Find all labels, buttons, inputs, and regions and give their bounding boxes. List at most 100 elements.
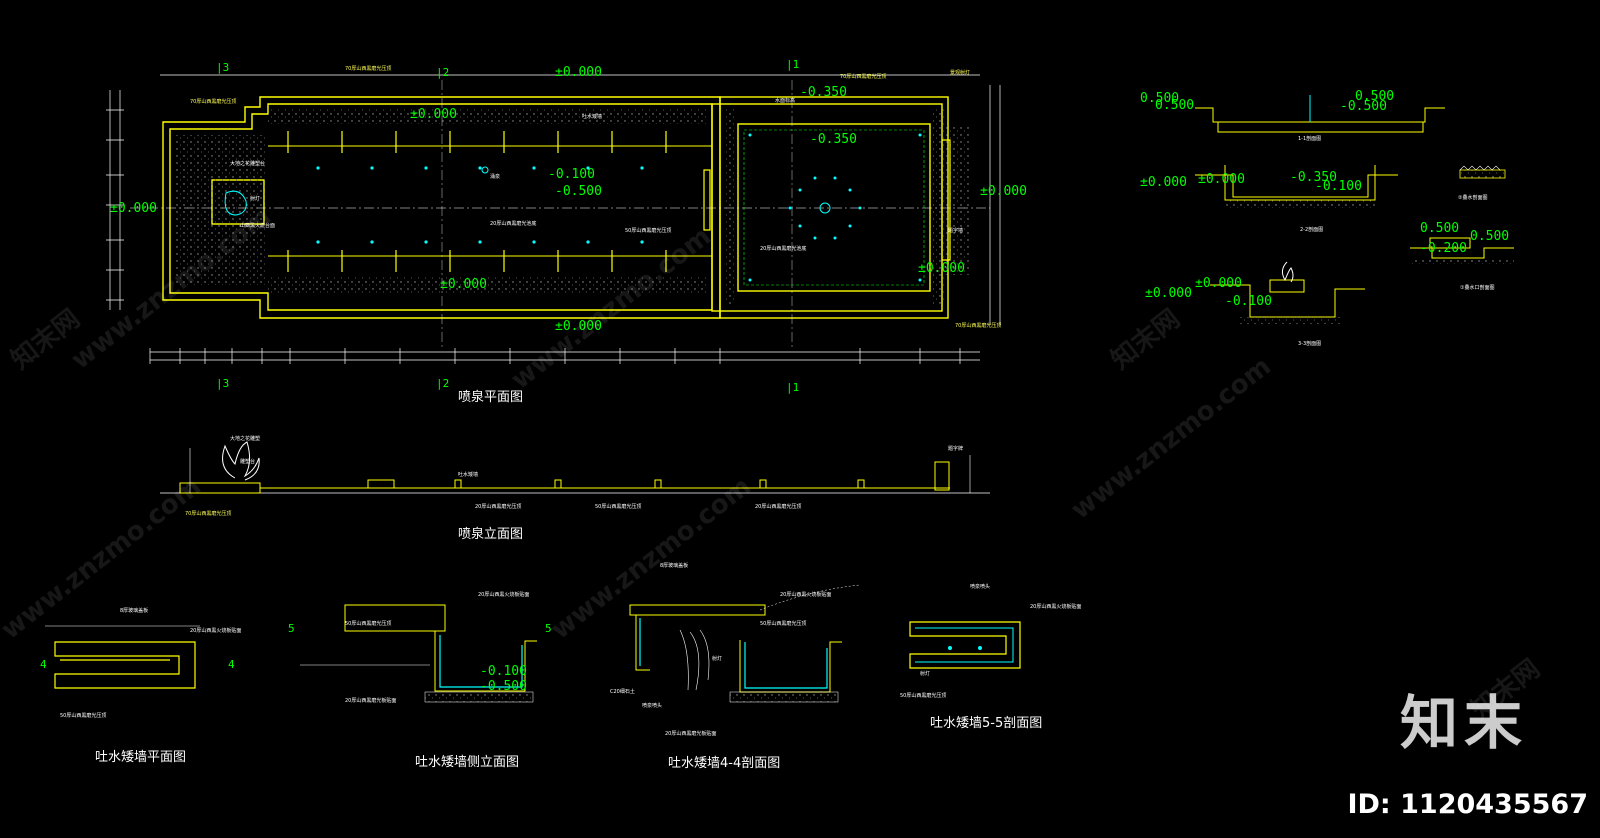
axis-2-top: |2 [436, 66, 449, 79]
label-ws-bottom: 20厚山西黑磨光板贴面 [345, 697, 396, 704]
label-pool-bottom: 20厚山西黑磨光池底 [490, 220, 536, 227]
label-lamp: 景观射灯 [950, 69, 970, 76]
label-elev-edge: 70厚山西黑磨光压顶 [185, 510, 231, 517]
axis-1-bottom: |1 [786, 381, 799, 394]
label-w44-lamp: 射灯 [712, 655, 722, 662]
brand-logo: 知末 [1399, 689, 1528, 757]
label-w44-top: 8厚玻璃盖板 [660, 562, 688, 569]
level-plan-water-2: -0.500 [555, 184, 602, 199]
label-w44-c20: C20细石土 [610, 688, 635, 695]
level-plan-bottom: ±0.000 [555, 319, 602, 334]
axis-3-top-label: 3 [223, 61, 230, 74]
axis-1-top-label: 1 [793, 58, 800, 71]
section-2-2: ±0.000 ±0.000 -0.350 -0.100 2-2剖面图 [1140, 165, 1398, 233]
fountain-plan: 70厚山西黑磨光压顶 70厚山西黑磨光压顶 70厚山西黑磨光压顶 70厚山西黑磨… [106, 58, 1027, 405]
level-pool-water: -0.350 [800, 85, 847, 100]
label-wp-top: 8厚玻璃盖板 [120, 607, 148, 614]
label-text-board: 题字墙 [948, 227, 963, 234]
label-water-step: 水面标高 [775, 97, 795, 104]
label-spout-wall: 吐水矮墙 [582, 113, 602, 120]
level-s22-water-2: -0.100 [1315, 179, 1362, 194]
label-elev-wall: 吐水矮墙 [458, 471, 478, 478]
label-w44-cap: 50厚山西黑磨光压顶 [760, 620, 806, 627]
watermark-6: 知末网 [1106, 304, 1186, 376]
detail-inlet: 0.500 0.500 -0.200 ①叠水口剖面图 [1410, 221, 1514, 291]
label-elev-cap2: 50厚山西黑磨光压顶 [595, 503, 641, 510]
level-s11-b: 0.500 [1155, 98, 1194, 113]
label-w55-bottom: 50厚山西黑磨光压顶 [900, 692, 946, 699]
title-wall-plan: 吐水矮墙平面图 [95, 750, 186, 765]
level-s11-d: -0.500 [1340, 99, 1387, 114]
level-inlet-a: 0.500 [1420, 221, 1459, 236]
axis-2-top-label: 2 [443, 66, 450, 79]
watermark-2: www.znzmo.com [506, 222, 717, 396]
label-step-face: 50厚山西黑磨光压顶 [625, 227, 671, 234]
label-ws-cap: 50厚山西黑磨光压顶 [345, 620, 391, 627]
level-s22-mid: ±0.000 [1198, 172, 1245, 187]
label-wp-bottom: 50厚山西黑磨光压顶 [60, 712, 106, 719]
watermark-5: www.znzmo.com [546, 472, 757, 646]
axis-3-bottom-label: 3 [223, 377, 230, 390]
level-plan-top: ±0.000 [555, 65, 602, 80]
level-plan-right: ±0.000 [980, 184, 1027, 199]
detail-edge: ②叠水剖面图 [1458, 165, 1506, 201]
axis-1-top: |1 [786, 58, 799, 71]
watermark-3: www.znzmo.com [1066, 352, 1277, 526]
image-id-label: ID: 1120435567 [1347, 789, 1588, 820]
title-sec-22: 2-2剖面图 [1300, 226, 1323, 233]
label-elev-cap3: 20厚山西黑磨光压顶 [755, 503, 801, 510]
label-w55-right: 20厚山西黑火烧板贴面 [1030, 603, 1081, 610]
title-plan: 喷泉平面图 [458, 389, 523, 405]
level-plan-inner-bottom: ±0.000 [440, 277, 487, 292]
label-plan-left-top: 70厚山西黑磨光压顶 [190, 98, 236, 105]
label-w55-lamp: 射灯 [920, 670, 930, 677]
level-plan-water-1: -0.100 [548, 167, 595, 182]
label-fire-sculpture: 大地之花雕塑台 [230, 160, 265, 167]
label-w44-bottom: 20厚山西黑磨光板贴面 [665, 730, 716, 737]
wall-plan: 4 4 8厚玻璃盖板 20厚山西黑火烧板贴面 50厚山西黑磨光压顶 吐水矮墙平面… [40, 607, 241, 765]
axis-3-top: |3 [216, 61, 229, 74]
wall-side-elevation: 5 5 50厚山西黑磨光压顶 20厚山西黑火烧板贴面 20厚山西黑磨光板贴面 -… [288, 591, 552, 770]
fountain-elevation: 大地之花雕塑 雕塑台 吐水矮墙 20厚山西黑磨光压顶 50厚山西黑磨光压顶 20… [160, 435, 990, 542]
title-sec-33: 3-3剖面图 [1298, 340, 1321, 347]
title-detail-edge: ②叠水剖面图 [1458, 194, 1487, 201]
level-plan-left: ±0.000 [110, 201, 157, 216]
label-elev-cap1: 20厚山西黑磨光压顶 [475, 503, 521, 510]
level-s11-c: 0.500 [1355, 89, 1394, 104]
label-elev-board: 题字牌 [948, 445, 963, 452]
wall-section-55: 喷泉喷头 20厚山西黑火烧板贴面 射灯 50厚山西黑磨光压顶 吐水矮墙5-5剖面… [900, 583, 1081, 731]
label-w55-nozzle: 喷泉喷头 [970, 583, 990, 590]
level-s33-b: -0.100 [1225, 294, 1272, 309]
watermark-4: www.znzmo.com [0, 472, 207, 646]
svg-text:4: 4 [40, 658, 47, 671]
level-s33-a: ±0.000 [1195, 276, 1242, 291]
title-wall-side: 吐水矮墙侧立面图 [415, 755, 519, 770]
level-ws-1: -0.100 [480, 664, 527, 679]
svg-text:4: 4 [228, 658, 235, 671]
level-inlet-c: -0.200 [1420, 241, 1467, 256]
watermark-1: www.znzmo.com [66, 202, 277, 376]
label-w44-nozzle: 喷泉喷头 [642, 702, 662, 709]
label-elev-sculpture: 大地之花雕塑 [230, 435, 260, 442]
axis-1-bottom-label: 1 [793, 381, 800, 394]
level-s33-left: ±0.000 [1145, 286, 1192, 301]
label-fire-base: 山西黑火烧台面 [240, 222, 275, 229]
label-plan-top-edge: 70厚山西黑磨光压顶 [345, 65, 391, 72]
axis-2-bottom: |2 [436, 377, 449, 390]
label-w44-right: 20厚山西黑火烧板贴面 [780, 591, 831, 598]
svg-text:5: 5 [545, 622, 552, 635]
section-3-3: ±0.000 ±0.000 -0.100 3-3剖面图 [1145, 261, 1365, 347]
label-elev-base: 雕塑台 [240, 458, 255, 465]
level-inlet-b: 0.500 [1470, 229, 1509, 244]
section-1-1: 0.500 0.500 0.500 -0.500 1-1剖面图 [1140, 89, 1445, 142]
label-plan-bottom-right: 70厚山西黑磨光压顶 [955, 322, 1001, 329]
level-plan-pool: ±0.000 [918, 261, 965, 276]
label-spring-lamp: 射灯 [250, 195, 260, 202]
title-detail-inlet: ①叠水口剖面图 [1460, 284, 1494, 291]
wall-section-44: 8厚玻璃盖板 20厚山西黑火烧板贴面 50厚山西黑磨光压顶 射灯 喷泉喷头 C2… [610, 562, 861, 771]
level-s11-a: 0.500 [1140, 91, 1179, 106]
label-pool-floor: 20厚山西黑磨光池底 [760, 245, 806, 252]
label-ws-right: 20厚山西黑火烧板贴面 [478, 591, 529, 598]
title-wall-44: 吐水矮墙4-4剖面图 [668, 756, 780, 771]
svg-text:5: 5 [288, 622, 295, 635]
